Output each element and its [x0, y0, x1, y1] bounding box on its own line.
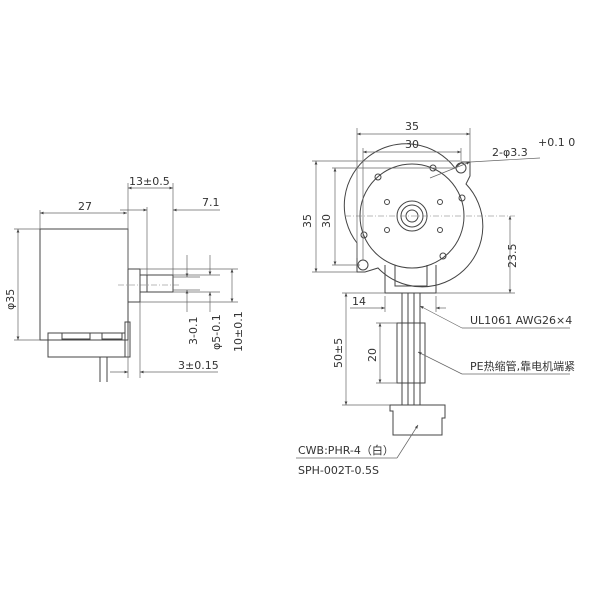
- dim-height30: 30: [320, 214, 333, 228]
- dim-dia35: φ35: [4, 289, 17, 310]
- dim-23-5: 23.5: [506, 244, 519, 269]
- dim-14: 14: [352, 295, 366, 308]
- sleeve-note: PE热缩管,靠电机端紧: [470, 359, 575, 373]
- dim-dia10: 10±0.1: [232, 311, 245, 352]
- motor-body-side: [39, 228, 129, 341]
- shaft: [139, 274, 174, 293]
- dim-holes-tol: +0.1 0: [538, 136, 575, 149]
- dim-20: 20: [366, 348, 379, 362]
- boss: [127, 268, 141, 303]
- dim-width30: 30: [405, 138, 419, 151]
- dim-27: 27: [78, 200, 92, 213]
- dim-50: 50±5: [332, 338, 345, 368]
- wire-spec: UL1061 AWG26×4: [470, 314, 572, 327]
- side-view: 27 13±0.5 7.1 φ35 3-0.1 φ5-0.1 10±0.1 3±…: [4, 175, 245, 382]
- dim-width35: 35: [405, 120, 419, 133]
- connector-spec: CWB:PHR-4（白）: [298, 443, 394, 457]
- dim-height35: 35: [301, 214, 314, 228]
- dim-7-1: 7.1: [202, 196, 220, 209]
- connector: [389, 404, 446, 436]
- terminal-spec: SPH-002T-0.5S: [298, 464, 379, 477]
- dim-flat: 3-0.1: [187, 317, 200, 345]
- wire-bracket: [47, 332, 126, 358]
- motor-body-front: [343, 143, 484, 288]
- dim-holes: 2-φ3.3: [492, 146, 528, 159]
- dim-dia5: φ5-0.1: [210, 314, 223, 350]
- dim-3: 3±0.15: [178, 359, 219, 372]
- heat-shrink-sleeve: [396, 322, 426, 384]
- dim-13: 13±0.5: [129, 175, 170, 188]
- front-view: 35 30 2-φ3.3 +0.1 0 35 30 23.5 14 UL1061…: [296, 120, 575, 477]
